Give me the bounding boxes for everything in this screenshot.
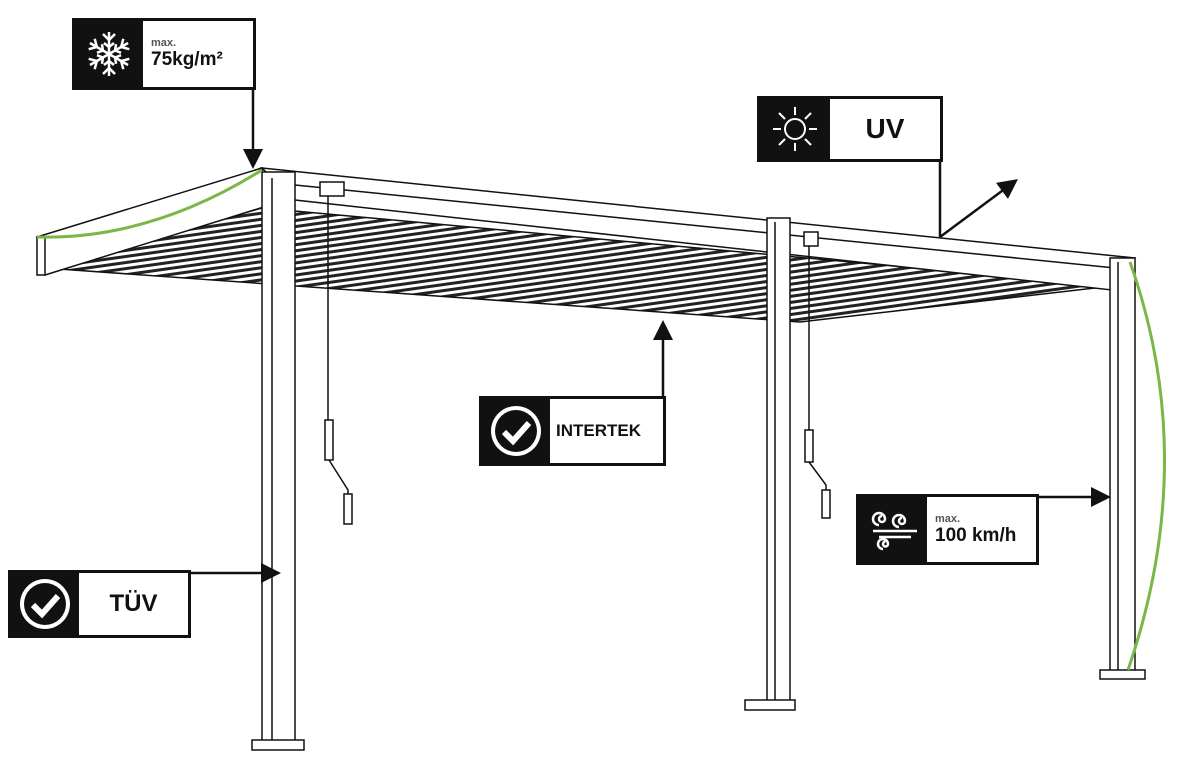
wind-value: 100 km/h — [935, 524, 1017, 546]
uv-label: UV — [865, 113, 905, 144]
uv-text: UV — [830, 99, 940, 159]
crank-right — [803, 231, 831, 519]
intertek-text: INTERTEK — [550, 399, 663, 463]
post-left — [261, 171, 296, 745]
post-left-foot — [251, 739, 305, 751]
check-circle-icon — [482, 399, 550, 463]
tuv-badge: TÜV — [8, 570, 191, 638]
crank-left — [319, 181, 353, 525]
uv-leader-arrow — [939, 179, 1019, 239]
wind-prefix: max. — [935, 512, 961, 525]
main-beam-edge — [294, 184, 1136, 271]
post-right — [1109, 257, 1136, 674]
wind-text: max.100 km/h — [927, 497, 1036, 562]
post-middle-foot — [744, 699, 796, 711]
drain-curve-left — [36, 168, 263, 239]
uv-badge: UV — [757, 96, 943, 162]
tuv-label: TÜV — [109, 590, 158, 617]
post-middle — [766, 217, 791, 706]
wind-icon — [859, 497, 927, 562]
post-right-foot — [1099, 669, 1146, 680]
drain-curve-right — [1126, 261, 1166, 671]
tuv-text: TÜV — [79, 573, 188, 635]
intertek-label: INTERTEK — [556, 421, 641, 440]
snowflake-icon — [75, 21, 143, 87]
check-circle-icon — [11, 573, 79, 635]
snow-load-badge: max.75kg/m² — [72, 18, 256, 90]
wind-badge: max.100 km/h — [856, 494, 1039, 565]
sun-icon — [760, 99, 830, 159]
left-beam-end — [36, 236, 46, 276]
snow-load-value: 75kg/m² — [151, 49, 223, 70]
intertek-badge: INTERTEK — [479, 396, 666, 466]
snow-load-text: max.75kg/m² — [143, 21, 253, 87]
snow-load-prefix: max. — [151, 37, 177, 49]
